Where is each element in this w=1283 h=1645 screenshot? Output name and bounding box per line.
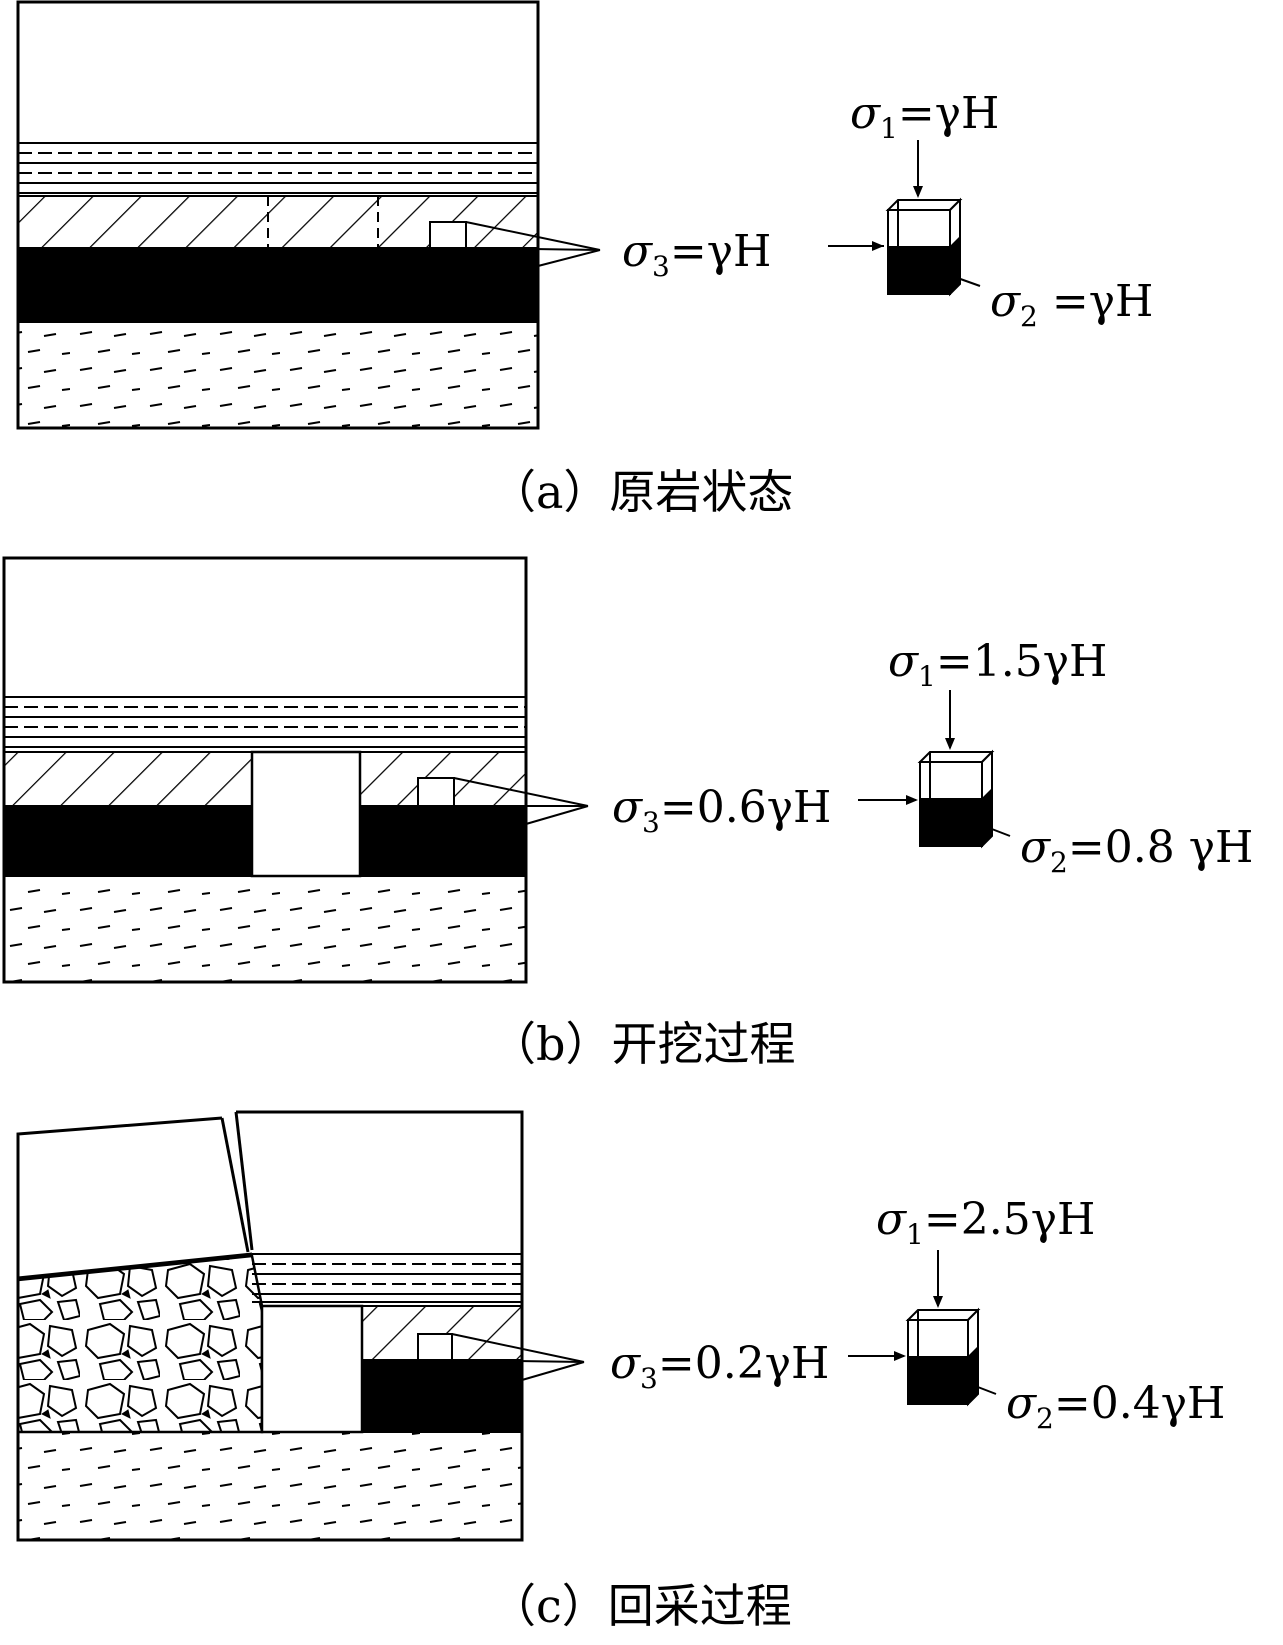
caption-b: （b）开挖过程 xyxy=(490,1017,795,1071)
panel-a: σ3=γH σ1=γH σ2 =γH （a）原岩状态 xyxy=(16,0,1153,519)
sigma2-label: σ2=0.8 γH xyxy=(1020,822,1253,879)
fracture-line xyxy=(234,1111,254,1251)
thin-layers xyxy=(18,142,538,194)
sigma2-leader xyxy=(969,1383,997,1395)
floor-layer xyxy=(17,321,539,429)
strata-block-a xyxy=(16,0,601,430)
thin-layers xyxy=(252,1253,522,1303)
thin-layers xyxy=(4,696,526,748)
stress-element-cube xyxy=(917,749,995,849)
caption-a: （a）原岩状态 xyxy=(490,465,793,519)
sigma1-label: σ1=1.5γH xyxy=(888,636,1107,693)
tilted-block-base xyxy=(17,1252,253,1280)
sigma2-leader xyxy=(983,825,1011,837)
strata-block-b xyxy=(2,556,589,984)
strata-block-c xyxy=(16,1110,585,1542)
sigma2-leader xyxy=(951,275,981,287)
sigma1-label: σ1=γH xyxy=(850,88,999,145)
coal-seam-right xyxy=(360,806,526,876)
sigma3-label: σ3=0.6γH xyxy=(612,782,831,839)
panel-c: σ3=0.2γH σ1=2.5γH σ2=0.4γH （c）回采过程 xyxy=(16,1110,1225,1633)
working-face-opening xyxy=(260,1304,364,1434)
panel-b: σ3=0.6γH σ1=1.5γH σ2=0.8 γH （b）开挖过程 xyxy=(2,556,1253,1071)
excavated-opening xyxy=(250,750,362,878)
sigma2-label: σ2 =γH xyxy=(990,276,1153,333)
sigma2-label: σ2=0.4γH xyxy=(1006,1378,1225,1435)
element-marker xyxy=(417,1333,453,1361)
coal-seam xyxy=(18,248,538,322)
sigma3-label: σ3=0.2γH xyxy=(610,1338,829,1395)
caved-goaf-rubble xyxy=(16,1254,264,1434)
element-marker xyxy=(417,777,455,807)
floor-layer xyxy=(3,875,527,983)
stress-element-cube xyxy=(905,1307,981,1407)
floor-layer xyxy=(17,1431,523,1541)
element-marker xyxy=(429,221,467,249)
roof-hatched-layer-left xyxy=(3,751,253,807)
caption-c: （c）回采过程 xyxy=(490,1579,792,1633)
sigma3-label: σ3=γH xyxy=(622,226,771,283)
sigma1-label: σ1=2.5γH xyxy=(876,1194,1095,1251)
stress-element-cube xyxy=(885,197,963,297)
coal-seam-left xyxy=(4,806,252,876)
fracture-line xyxy=(220,1117,250,1253)
coal-seam xyxy=(362,1360,522,1432)
